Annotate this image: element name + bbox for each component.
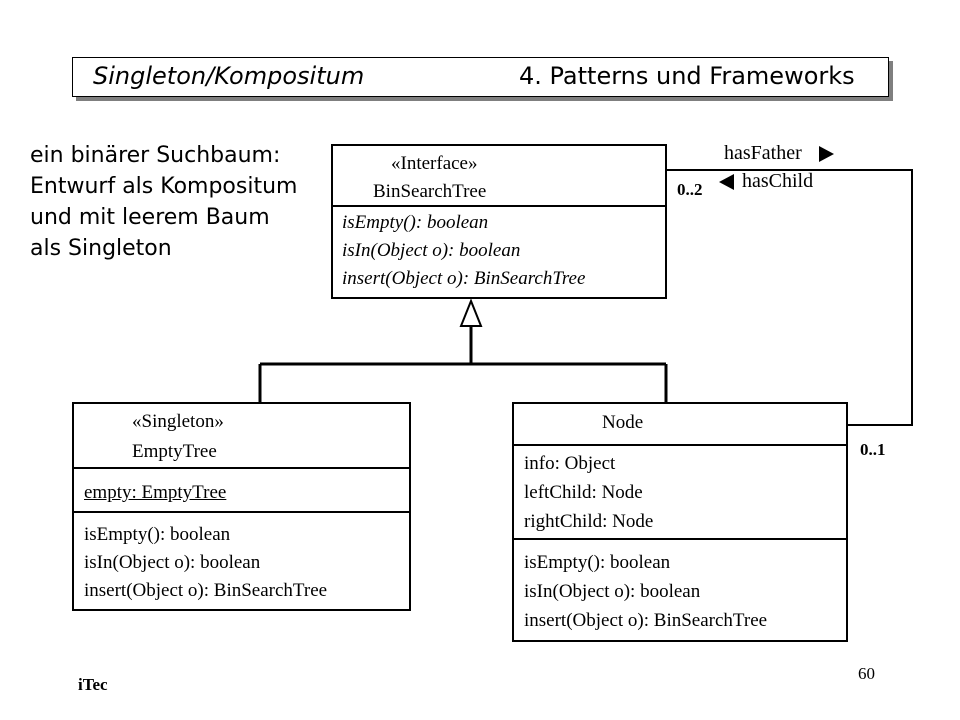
page-number: 60 [858, 664, 875, 683]
interface-name: BinSearchTree [373, 181, 487, 202]
node-method: insert(Object o): BinSearchTree [524, 610, 768, 631]
singleton-method: isIn(Object o): boolean [84, 552, 261, 573]
intro-text: ein binärer Suchbaum: Entwurf als Kompos… [30, 140, 297, 264]
has-child-label: hasChild [742, 170, 814, 192]
intro-line: Entwurf als Kompositum [30, 174, 298, 199]
header-section: 4. Patterns und Frameworks [519, 62, 855, 90]
node-method: isIn(Object o): boolean [524, 581, 701, 602]
singleton-attribute: empty: EmptyTree [84, 482, 227, 503]
node-divider [514, 444, 846, 446]
intro-line: und mit leerem Baum [30, 205, 270, 230]
intro-line: als Singleton [30, 236, 172, 261]
node-divider [514, 538, 846, 540]
node-method: isEmpty(): boolean [524, 552, 671, 573]
interface-stereotype: «Interface» [391, 153, 478, 174]
node-name: Node [602, 412, 644, 433]
interface-method: isEmpty(): boolean [342, 212, 489, 233]
singleton-method: insert(Object o): BinSearchTree [84, 580, 328, 601]
singleton-method: isEmpty(): boolean [84, 524, 231, 545]
interface-class-box: «Interface» BinSearchTree isEmpty(): boo… [331, 144, 667, 299]
singleton-name: EmptyTree [132, 441, 217, 462]
arrow-right-icon [819, 146, 834, 162]
interface-method: isIn(Object o): boolean [342, 240, 521, 261]
node-class-box: Node info: Object leftChild: Node rightC… [512, 402, 848, 642]
singleton-stereotype: «Singleton» [132, 411, 224, 432]
singleton-class-box: «Singleton» EmptyTree empty: EmptyTree i… [72, 402, 411, 611]
intro-line: ein binärer Suchbaum: [30, 143, 281, 168]
interface-divider [333, 205, 665, 207]
multiplicity-top: 0..2 [677, 180, 703, 199]
footer-logo-text: iTec [78, 675, 108, 694]
node-attribute: rightChild: Node [524, 511, 654, 532]
slide-header: Singleton/Kompositum 4. Patterns und Fra… [72, 57, 889, 97]
association-line [667, 169, 913, 426]
interface-method: insert(Object o): BinSearchTree [342, 268, 586, 289]
node-attribute: leftChild: Node [524, 482, 643, 503]
multiplicity-bottom: 0..1 [860, 440, 886, 459]
node-attribute: info: Object [524, 453, 616, 474]
arrow-left-icon [719, 174, 734, 190]
singleton-divider [74, 511, 409, 513]
header-title: Singleton/Kompositum [93, 62, 365, 90]
inheritance-triangle-icon [459, 298, 483, 327]
singleton-divider [74, 467, 409, 469]
has-father-label: hasFather [724, 142, 802, 164]
